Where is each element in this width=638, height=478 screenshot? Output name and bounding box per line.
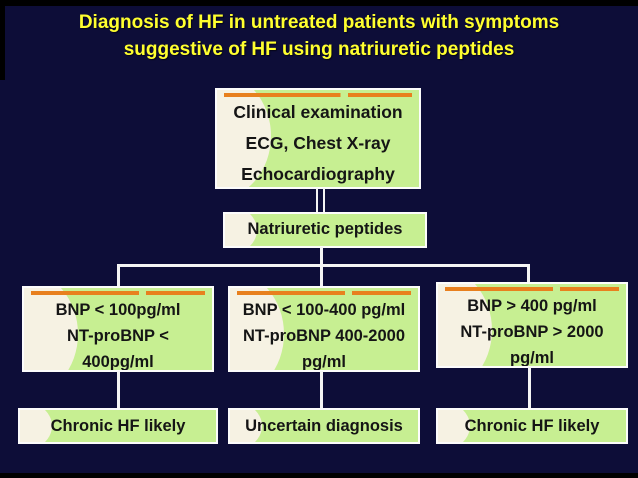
criteria-high-line-3: pg/ml — [510, 349, 554, 367]
double-connector-line-right — [323, 188, 325, 213]
natriuretic-peptides-box: Natriuretic peptides — [223, 212, 427, 248]
criteria-low-line-1: BNP < 100pg/ml — [55, 301, 181, 319]
outcome-box-left: Chronic HF likely — [18, 408, 218, 444]
criteria-box-high-bnp: BNP > 400 pg/ml NT-proBNP > 2000 pg/ml — [436, 282, 628, 368]
connector-drop-middle — [320, 264, 323, 288]
connector-stub-down — [320, 247, 323, 266]
orange-stripe — [237, 291, 411, 295]
clinical-examination-box: Clinical examination ECG, Chest X-ray Ec… — [215, 88, 421, 189]
orange-stripe — [445, 287, 619, 291]
bottom-black-bar — [0, 473, 638, 478]
criteria-mid-line-1: BNP < 100-400 pg/ml — [242, 301, 406, 319]
natriuretic-peptides-label: Natriuretic peptides — [247, 220, 403, 238]
outcome-right-label: Chronic HF likely — [464, 417, 600, 435]
slide-title: Diagnosis of HF in untreated patients wi… — [0, 9, 638, 63]
outcome-left-label: Chronic HF likely — [50, 417, 186, 435]
clinical-box-line-3: Echocardiography — [241, 164, 395, 184]
criteria-high-line-1: BNP > 400 pg/ml — [467, 297, 597, 315]
slide-title-line-2: suggestive of HF using natriuretic pepti… — [123, 39, 515, 60]
criteria-box-intermediate-bnp: BNP < 100-400 pg/ml NT-proBNP 400-2000 p… — [228, 286, 420, 372]
slide-title-line-1: Diagnosis of HF in untreated patients wi… — [78, 12, 560, 33]
orange-stripe — [31, 291, 205, 295]
criteria-mid-line-2: NT-proBNP 400-2000 — [242, 327, 405, 345]
criteria-high-line-2: NT-proBNP > 2000 — [460, 323, 604, 341]
double-connector-line-left — [316, 188, 318, 213]
outcome-middle-label: Uncertain diagnosis — [245, 417, 403, 435]
orange-stripe — [224, 93, 412, 97]
connector-outcome-middle — [320, 371, 323, 408]
connector-outcome-left — [117, 371, 120, 408]
criteria-low-line-3: 400pg/ml — [82, 353, 154, 371]
clinical-box-line-1: Clinical examination — [233, 102, 403, 122]
connector-drop-right — [527, 264, 530, 284]
connector-drop-left — [117, 264, 120, 288]
connector-outcome-right — [528, 367, 531, 408]
left-black-bar — [0, 0, 5, 80]
criteria-mid-line-3: pg/ml — [302, 353, 346, 371]
clinical-box-line-2: ECG, Chest X-ray — [245, 133, 391, 153]
top-black-bar — [0, 0, 638, 6]
outcome-box-middle: Uncertain diagnosis — [228, 408, 420, 444]
criteria-low-line-2: NT-proBNP < — [67, 327, 169, 345]
outcome-box-right: Chronic HF likely — [436, 408, 628, 444]
criteria-box-low-bnp: BNP < 100pg/ml NT-proBNP < 400pg/ml — [22, 286, 214, 372]
connector-horizontal-line — [117, 264, 530, 267]
